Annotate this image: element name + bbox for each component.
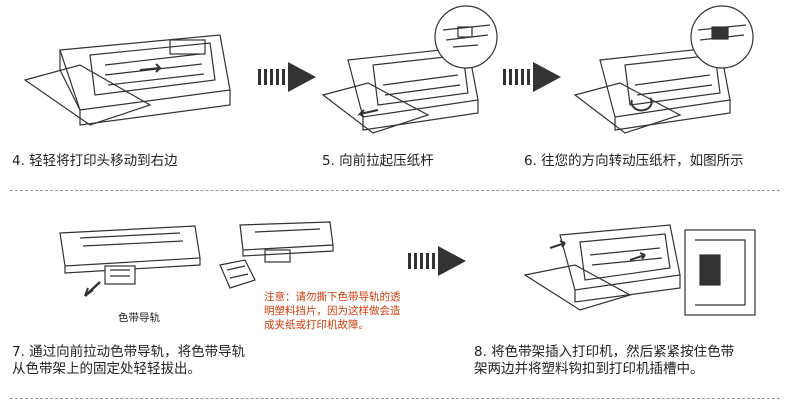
printer-illustration-step-4 <box>20 10 240 140</box>
step-caption: 7. 通过向前拉动色带导轨，将色带导轨 从色带架上的固定处轻轻拔出。 <box>12 344 245 378</box>
ribbon-cartridge-illustration <box>55 218 205 303</box>
right-arrow-icon <box>258 60 318 98</box>
right-arrow-icon <box>408 244 468 282</box>
right-arrow-icon <box>503 60 563 98</box>
step-caption: 4. 轻轻将打印头移动到右边 <box>12 153 178 170</box>
ribbon-cartridge-illustration <box>215 220 345 300</box>
printer-illustration-step-5 <box>318 5 503 140</box>
step-caption: 5. 向前拉起压纸杆 <box>322 153 434 170</box>
printer-illustration-step-8 <box>520 210 770 320</box>
step-caption: 8. 将色带架插入打印机，然后紧紧按住色带 架两边并将塑料钩扣到打印机插槽中。 <box>474 344 734 378</box>
step-caption: 6. 往您的方向转动压纸杆，如图所示 <box>524 153 744 170</box>
printer-illustration-step-6 <box>570 5 760 140</box>
section-divider <box>10 398 780 399</box>
section-divider <box>10 190 780 191</box>
warning-note: 注意：请勿撕下色带导轨的透 明塑料挡片，因为这样做会造 成夹纸或打印机故障。 <box>264 290 401 332</box>
ribbon-guide-label: 色带导轨 <box>118 310 160 325</box>
